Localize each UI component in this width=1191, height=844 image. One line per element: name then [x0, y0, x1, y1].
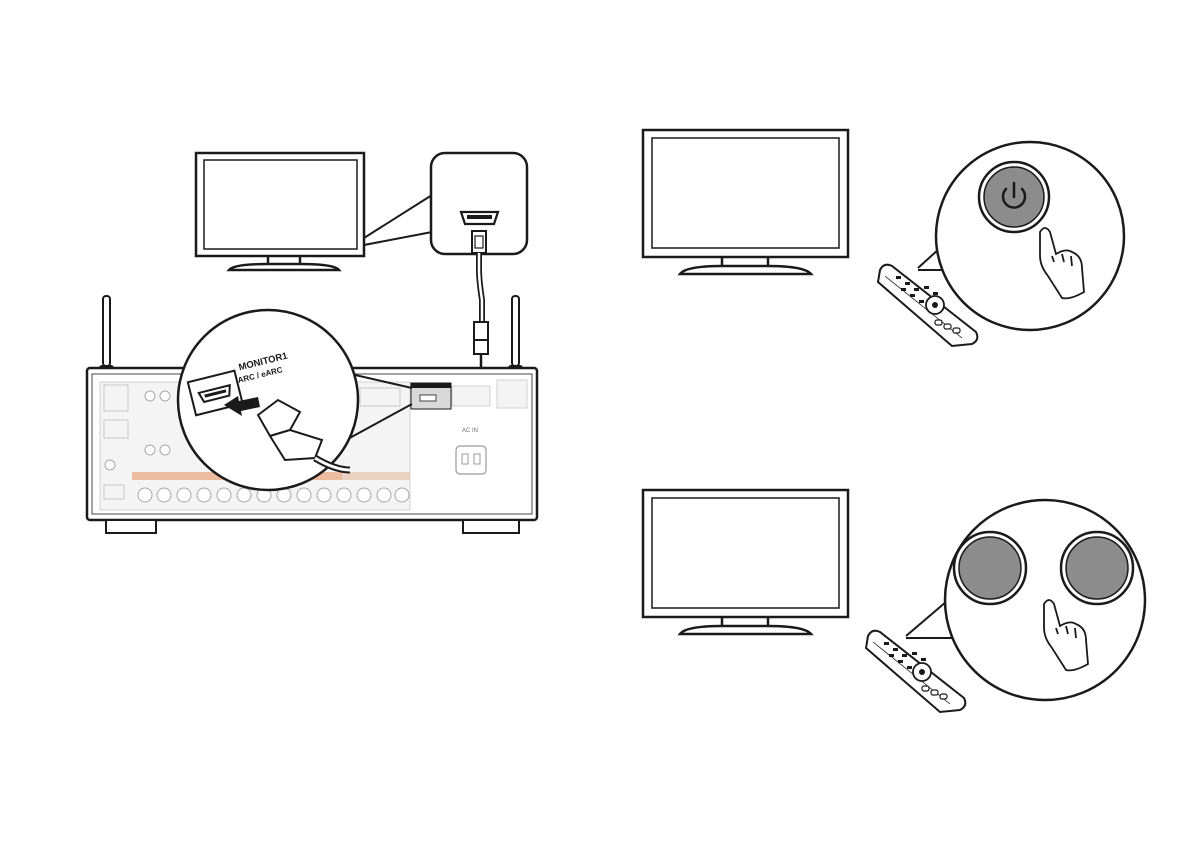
- tv-bottom-right: [643, 490, 848, 634]
- receiver-power-label: AC IN: [462, 428, 478, 434]
- hdmi-cable: [460, 253, 488, 386]
- remote-round-button-right: [1066, 537, 1128, 599]
- tv-power-step: [643, 130, 1124, 346]
- input-zoom: [906, 500, 1145, 700]
- left-tv: [196, 153, 364, 270]
- remote-control-bottom: [866, 631, 965, 712]
- tv-hdmi-callout: [364, 153, 527, 254]
- power-zoom: [918, 142, 1124, 330]
- remote-round-button-left: [959, 537, 1021, 599]
- tv-top-right: [643, 130, 848, 274]
- tv-input-step: [643, 490, 1145, 712]
